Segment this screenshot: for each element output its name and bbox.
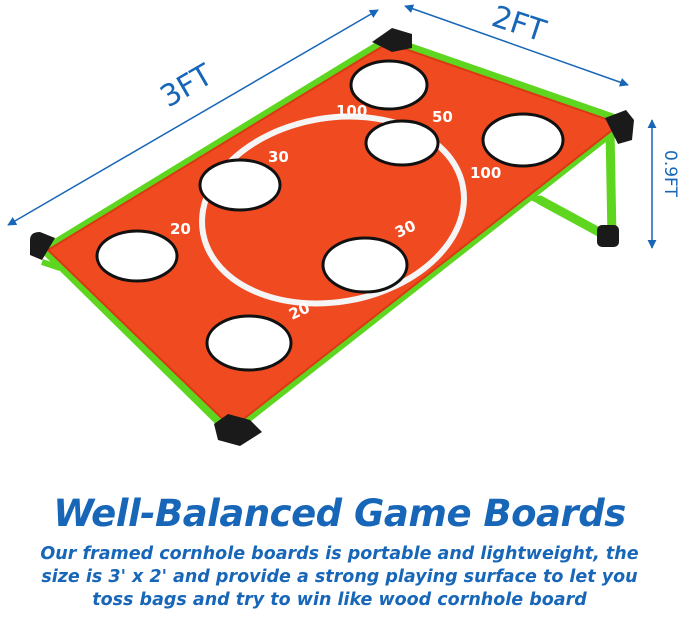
hole-right	[481, 112, 565, 168]
hole-center-bottom	[321, 236, 409, 294]
score-label: 100	[336, 102, 367, 120]
corner-cap-left	[30, 232, 55, 260]
score-label: 30	[268, 148, 289, 166]
frame-tubes	[40, 35, 629, 437]
cornhole-board-illustration: 3FT 2FT 0.9FT	[7, 0, 679, 446]
hole-left	[95, 229, 179, 283]
hole-top	[349, 59, 429, 111]
corner-cap-right	[605, 110, 634, 144]
corner-caps	[30, 28, 634, 446]
description: Our framed cornhole boards is portable a…	[10, 543, 669, 612]
hole-bottom	[205, 314, 293, 372]
description-line: toss bags and try to win like wood cornh…	[92, 590, 587, 610]
score-label: 20	[170, 220, 191, 238]
corner-cap-bottom	[214, 414, 262, 446]
headline: Well-Balanced Game Boards	[53, 492, 626, 535]
height-label: 0.9FT	[660, 150, 679, 198]
hole-center-top	[364, 119, 440, 167]
score-label: 50	[432, 108, 453, 126]
length-label: 3FT	[155, 57, 220, 115]
corner-cap-top	[372, 28, 412, 52]
holes	[95, 59, 565, 372]
description-line: Our framed cornhole boards is portable a…	[40, 544, 639, 564]
description-line: size is 3' x 2' and provide a strong pla…	[41, 567, 638, 587]
height-dimension: 0.9FT	[647, 119, 679, 249]
score-label: 100	[470, 164, 501, 182]
width-label: 2FT	[488, 0, 551, 50]
hole-center-left	[198, 158, 282, 212]
center-ring	[199, 113, 467, 307]
